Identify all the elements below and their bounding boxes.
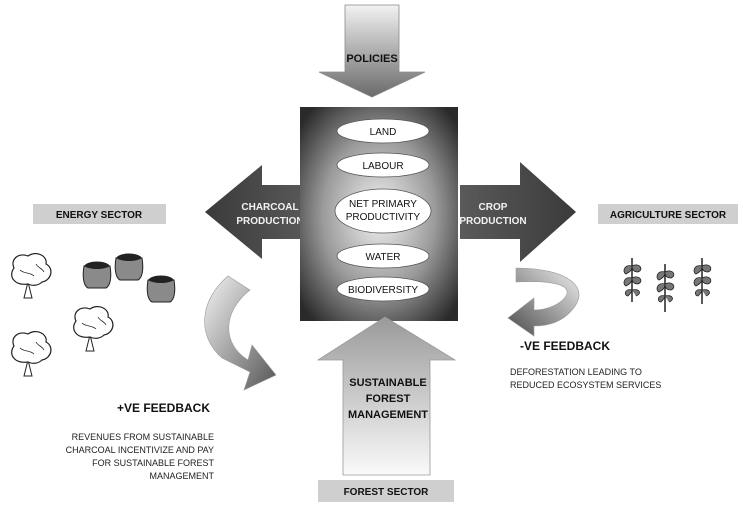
agriculture-sector-label: AGRICULTURE SECTOR	[610, 210, 727, 221]
resource-npp-line2: PRODUCTIVITY	[346, 212, 421, 223]
crop-icon	[623, 258, 642, 302]
resource-water: WATER	[366, 252, 401, 263]
sfm-label-line2: FOREST	[366, 393, 411, 405]
policies-label: POLICIES	[346, 53, 397, 65]
tree-icon	[11, 252, 52, 299]
crop-label-line2: PRODUCTION	[459, 216, 526, 227]
forest-sector-label: FOREST SECTOR	[344, 487, 430, 498]
forest-sector-box: FOREST SECTOR	[318, 480, 454, 502]
agriculture-sector-box: AGRICULTURE SECTOR	[598, 204, 738, 224]
resource-land: LAND	[370, 127, 397, 138]
resource-labour: LABOUR	[362, 161, 403, 172]
tree-icon	[11, 330, 52, 377]
oval-land	[336, 118, 430, 144]
positive-feedback-line2: CHARCOAL INCENTIVIZE AND PAY	[66, 445, 214, 455]
negative-feedback-line2: REDUCED ECOSYSTEM SERVICES	[510, 380, 661, 390]
positive-feedback-text: +VE FEEDBACK REVENUES FROM SUSTAINABLE C…	[66, 401, 215, 481]
negative-feedback-arrow	[507, 267, 580, 337]
resource-box: LAND LABOUR NET PRIMARY PRODUCTIVITY WAT…	[300, 107, 458, 321]
charcoal-sack-icon	[82, 261, 112, 289]
sfm-label-line1: SUSTAINABLE	[349, 377, 426, 389]
positive-feedback-arrow	[204, 275, 277, 391]
oval-biodiversity	[336, 276, 430, 302]
energy-sector-label: ENERGY SECTOR	[56, 210, 143, 221]
charcoal-production-arrow: CHARCOAL PRODUCTION	[205, 165, 312, 259]
oval-labour	[336, 152, 430, 178]
positive-feedback-line1: REVENUES FROM SUSTAINABLE	[72, 432, 214, 442]
positive-feedback-line4: MANAGEMENT	[149, 471, 214, 481]
sfm-label-line3: MANAGEMENT	[348, 409, 428, 421]
positive-feedback-line3: FOR SUSTAINABLE FOREST	[92, 458, 214, 468]
charcoal-sack-icon	[114, 253, 144, 281]
negative-feedback-line1: DEFORESTATION LEADING TO	[510, 367, 642, 377]
resource-npp-line1: NET PRIMARY	[349, 199, 417, 210]
charcoal-sack-icon	[146, 275, 176, 303]
crop-icon	[656, 264, 675, 312]
charcoal-label-line1: CHARCOAL	[241, 202, 298, 213]
crop-production-arrow: CROP PRODUCTION	[459, 162, 576, 262]
positive-feedback-title: +VE FEEDBACK	[117, 401, 210, 415]
crop-icon	[693, 258, 712, 304]
charcoal-label-line2: PRODUCTION	[236, 216, 303, 227]
sfm-arrow: SUSTAINABLE FOREST MANAGEMENT	[316, 316, 457, 476]
oval-water	[336, 243, 430, 269]
crop-label-line1: CROP	[479, 202, 508, 213]
policies-arrow: POLICIES	[318, 4, 426, 98]
negative-feedback-title: -VE FEEDBACK	[520, 339, 610, 353]
tree-icon	[73, 305, 114, 352]
energy-sector-box: ENERGY SECTOR	[33, 204, 166, 224]
negative-feedback-text: -VE FEEDBACK DEFORESTATION LEADING TO RE…	[510, 339, 661, 390]
oval-npp	[334, 188, 432, 234]
resource-biodiversity: BIODIVERSITY	[348, 285, 418, 296]
